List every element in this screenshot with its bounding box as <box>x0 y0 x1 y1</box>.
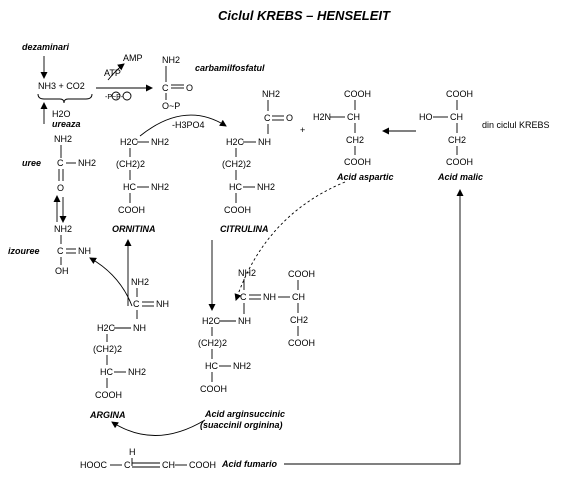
diagram-title: Ciclul KREBS – HENSELEIT <box>218 8 391 23</box>
label-uree: uree <box>22 158 41 168</box>
fumaric-c: C <box>124 460 131 470</box>
argina-ch2-2: (CH2)2 <box>93 344 122 354</box>
arrow-fumaric-to-malic <box>284 189 464 465</box>
label-amp: AMP <box>123 53 143 63</box>
label-acid-malic: Acid malic <box>437 172 483 182</box>
argina-c: C <box>133 299 140 309</box>
citrulina-o: O <box>286 113 293 123</box>
malic-ch: CH <box>450 112 463 122</box>
arginsuccinic-c: C <box>240 292 247 302</box>
label-pyrophosphate: -P~P- <box>105 94 124 101</box>
argina-h2c: H2C <box>97 323 116 333</box>
label-carbamilfosfatul: carbamilfosfatul <box>195 63 265 73</box>
citrulina-c: C <box>264 113 271 123</box>
ornitina-nh2: NH2 <box>151 137 169 147</box>
citrulina-nh: NH <box>258 137 271 147</box>
label-argina: ARGINA <box>89 410 126 420</box>
argina-nh2-alpha: NH2 <box>128 367 146 377</box>
arrow-atp-amp <box>107 63 125 81</box>
citrulina-cooh: COOH <box>224 205 251 215</box>
fumaric-cooh: COOH <box>189 460 216 470</box>
urea-c: C <box>57 158 64 168</box>
arginsuccinic-cooh: COOH <box>200 384 227 394</box>
arginsuccinic-nh2-alpha: NH2 <box>233 361 251 371</box>
arginsuccinic-hc: HC <box>205 361 218 371</box>
arginsuccinic-ch2: CH2 <box>290 315 308 325</box>
label-suaccinil-orginina: (suaccinil orginina) <box>200 420 283 430</box>
arrow-aspartic-to-arginsuccinic <box>234 181 346 301</box>
brace-nh3-co2 <box>37 93 93 104</box>
malic-cooh-top: COOH <box>446 89 473 99</box>
charge-circle-1 <box>111 91 121 101</box>
carbamil-c: C <box>162 83 169 93</box>
arrow-argina-to-izouree <box>89 257 133 307</box>
arginsuccinic-cooh-bottom: COOH <box>288 338 315 348</box>
label-atp: ATP <box>104 68 121 78</box>
malic-ho: HO <box>419 112 433 122</box>
label-acid-arginsuccinic: Acid arginsuccinic <box>204 409 285 419</box>
izouree-nh: NH <box>78 246 91 256</box>
carbamil-op: O~P <box>162 101 180 111</box>
malic-ch2: CH2 <box>448 135 466 145</box>
carbamil-nh2: NH2 <box>162 55 180 65</box>
citrulina-nh2-alpha: NH2 <box>257 182 275 192</box>
ornitina-hc: HC <box>123 182 136 192</box>
argina-nh-double: NH <box>156 299 169 309</box>
label-ureaza: ureaza <box>52 119 81 129</box>
izouree-c: C <box>57 246 64 256</box>
izouree-nh2: NH2 <box>54 224 72 234</box>
aspartic-ch2: CH2 <box>346 135 364 145</box>
fumaric-hooc: HOOC <box>80 460 108 470</box>
argina-cooh: COOH <box>95 390 122 400</box>
arginsuccinic-n: NH <box>263 292 276 302</box>
label-ornitina: ORNITINA <box>112 224 156 234</box>
urea-nh2-top: NH2 <box>54 134 72 144</box>
label-dezaminari: dezaminari <box>22 42 70 52</box>
ornitina-nh2-alpha: NH2 <box>151 182 169 192</box>
citrulina-ch2-2: (CH2)2 <box>222 159 251 169</box>
citrulina-nh2: NH2 <box>262 89 280 99</box>
label-acid-fumaric: Acid fumario <box>221 459 278 469</box>
arrow-ornitina-citrulina <box>139 114 227 137</box>
carbamil-o: O <box>186 83 193 93</box>
arginsuccinic-cooh-top: COOH <box>288 269 315 279</box>
aspartic-cooh-top: COOH <box>344 89 371 99</box>
arginsuccinic-ch2-2: (CH2)2 <box>198 338 227 348</box>
aspartic-cooh-bottom: COOH <box>344 157 371 167</box>
citrulina-h2c: H2C <box>226 137 245 147</box>
ornitina-cooh: COOH <box>118 205 145 215</box>
nh3-co2: NH3 + CO2 <box>38 81 85 91</box>
fumaric-h: H <box>129 447 136 457</box>
ornitina-ch2-2: (CH2)2 <box>116 159 145 169</box>
charge-circle-2 <box>122 91 132 101</box>
urea-o: O <box>57 183 64 193</box>
malic-cooh-bottom: COOH <box>446 157 473 167</box>
arrow-arginsuccinic-to-argina <box>111 419 206 436</box>
aspartic-h2n: H2N <box>313 112 331 122</box>
arginsuccinic-nh2: NH2 <box>238 268 256 278</box>
aspartic-ch: CH <box>347 112 360 122</box>
label-h2o: H2O <box>52 109 71 119</box>
citrulina-hc: HC <box>229 182 242 192</box>
label-minus-h3po4: -H3PO4 <box>172 120 205 130</box>
plus-sign: + <box>300 125 305 135</box>
label-acid-aspartic: Acid aspartic <box>336 172 394 182</box>
izouree-oh: OH <box>55 266 69 276</box>
fumaric-ch: CH <box>162 460 175 470</box>
urea-nh2-right: NH2 <box>78 158 96 168</box>
arginsuccinic-h2c: H2C <box>202 316 221 326</box>
argina-hc: HC <box>100 367 113 377</box>
label-izouree: izouree <box>8 246 40 256</box>
argina-nh2: NH2 <box>131 277 149 287</box>
arginsuccinic-ch: CH <box>292 292 305 302</box>
ornitina-h2c: H2C <box>120 137 139 147</box>
arginsuccinic-nh: NH <box>238 316 251 326</box>
label-din-ciclul-krebs: din ciclul KREBS <box>482 120 550 130</box>
argina-nh: NH <box>133 323 146 333</box>
label-citrulina: CITRULINA <box>220 224 269 234</box>
